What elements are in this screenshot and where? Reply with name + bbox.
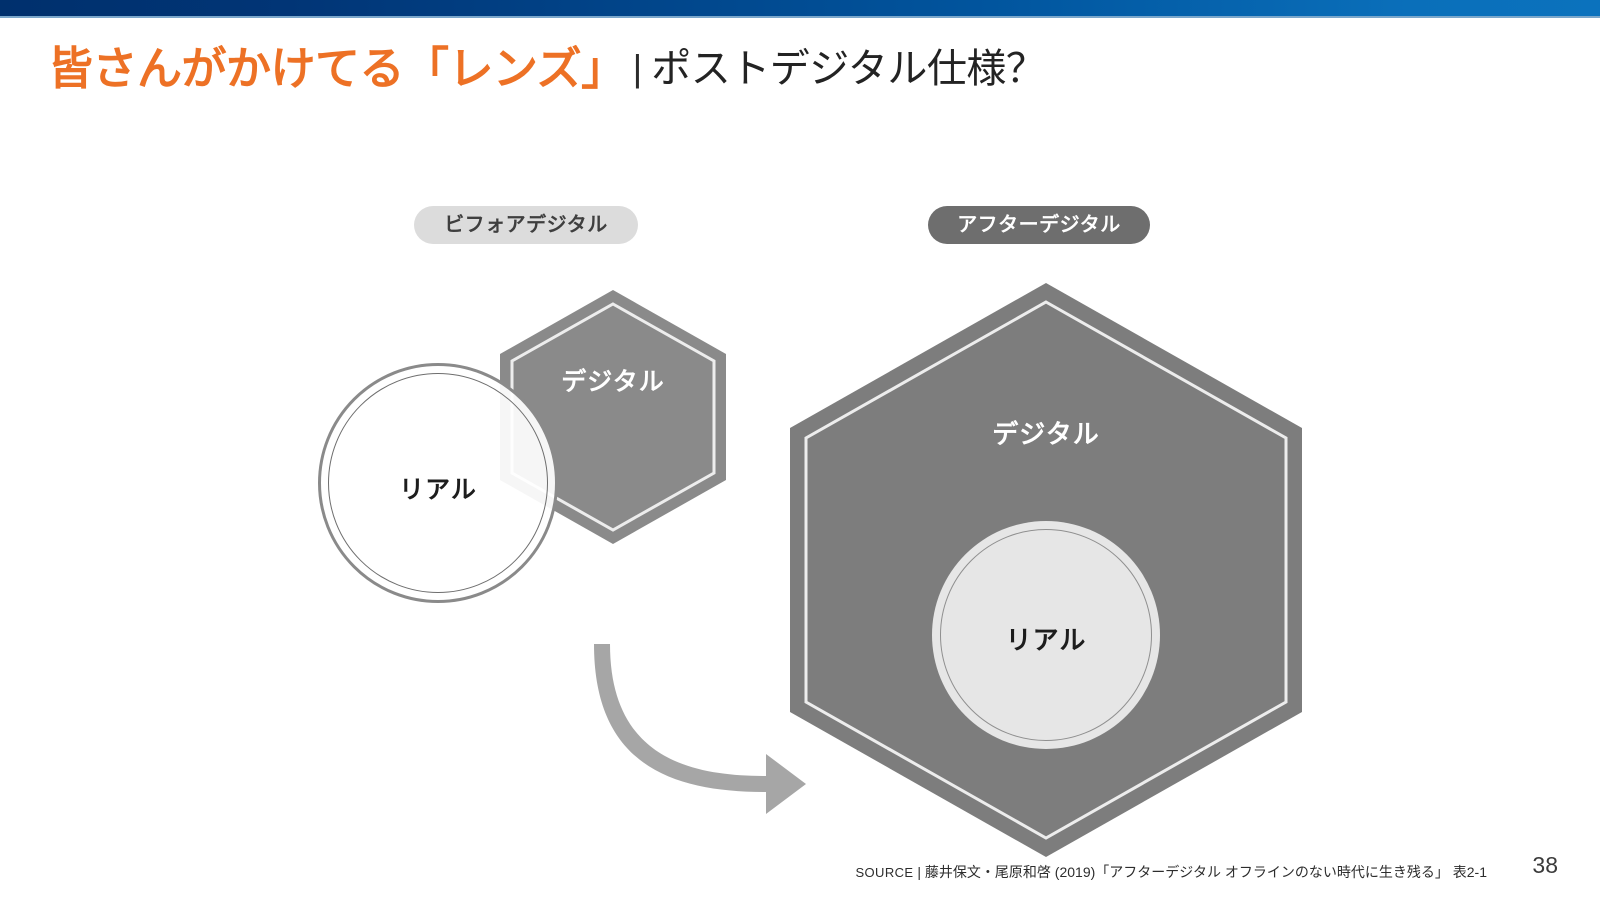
circle-real-after-inner-ring: [940, 529, 1152, 741]
top-accent-banner: [0, 0, 1600, 16]
label-digital-before: デジタル: [561, 368, 665, 396]
page-title: 皆さんがかけてる「レンズ」|ポストデジタル仕様？: [48, 36, 1448, 102]
banner-underline: [0, 16, 1600, 18]
hexagon-inner-outline: [510, 302, 716, 532]
label-real-before: リアル: [399, 476, 477, 504]
source-note: SOURCE | 藤井保文・尾原和啓 (2019)「アフターデジタル オフライン…: [855, 862, 1487, 882]
source-separator: |: [917, 864, 922, 880]
curved-transition-arrow-icon: [594, 644, 806, 814]
badge-before-digital: ビフォアデジタル: [414, 206, 638, 244]
hexagon-inner-outline: [804, 300, 1288, 840]
title-accent-text: 皆さんがかけてる「レンズ」: [48, 43, 626, 94]
title-separator: |: [632, 48, 643, 89]
circle-real-before-inner-ring: [328, 373, 548, 593]
source-keyword: SOURCE: [855, 865, 914, 880]
source-citation-text: 藤井保文・尾原和啓 (2019)「アフターデジタル オフラインのない時代に生き残…: [924, 864, 1487, 880]
label-real-after: リアル: [1005, 625, 1087, 655]
arrow-shape: [594, 644, 806, 814]
badge-after-digital: アフターデジタル: [928, 206, 1150, 244]
label-digital-after: デジタル: [992, 419, 1100, 449]
title-secondary-text: ポストデジタル仕様？: [651, 47, 1046, 91]
page-number: 38: [1532, 852, 1558, 878]
diagram-stage: ビフォアデジタル アフターデジタル リアル デジタル デジタル リアル: [0, 150, 1600, 857]
